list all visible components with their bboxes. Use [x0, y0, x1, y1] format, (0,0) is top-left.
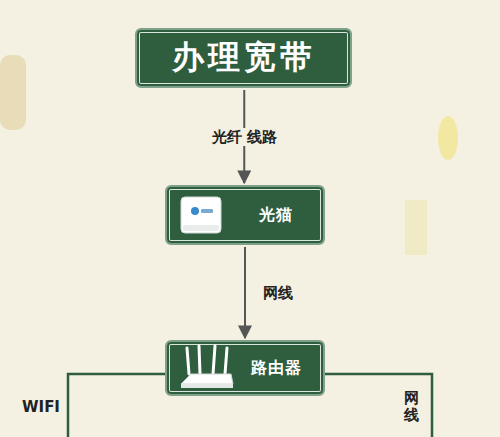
wifi-label: WIFI	[20, 398, 62, 416]
edge-label: 光纤 线路	[210, 128, 279, 146]
router-box: 路由器	[165, 340, 325, 396]
edge-label: 网线	[261, 284, 295, 302]
service-box: 办理宽带	[135, 28, 352, 88]
modem-icon	[179, 195, 223, 235]
cable-line	[325, 374, 432, 437]
node-label: 办理宽带	[172, 36, 316, 80]
cable-label: 网线	[404, 388, 419, 425]
arrow-connector	[244, 247, 246, 338]
smudge	[405, 200, 427, 255]
node-label: 路由器	[251, 358, 302, 379]
smudge	[438, 116, 458, 160]
smudge	[0, 55, 26, 130]
modem-box: 光猫	[165, 185, 325, 245]
node-label: 光猫	[259, 205, 293, 226]
wifi-line	[68, 374, 165, 437]
router-icon	[179, 344, 235, 392]
